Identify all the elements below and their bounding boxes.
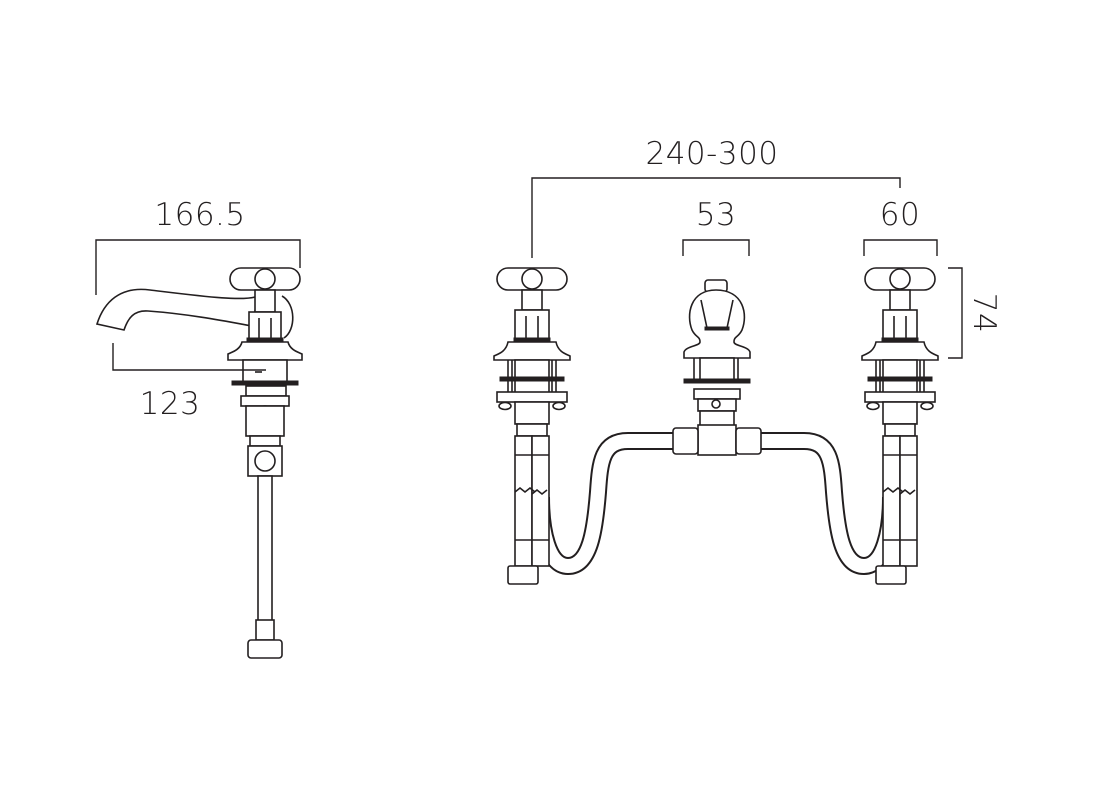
cold-valve bbox=[861, 267, 939, 585]
dim-label-centres: 240-300 bbox=[645, 136, 778, 172]
flexible-hoses bbox=[532, 432, 900, 576]
dim-label-handle-width: 60 bbox=[880, 197, 920, 233]
side-view-tap bbox=[95, 267, 303, 659]
dim-label-spout-width: 53 bbox=[696, 197, 736, 233]
dim-label-side-reach: 123 bbox=[140, 386, 201, 422]
dimension-handle-height: 74 bbox=[948, 267, 1002, 359]
hot-valve bbox=[493, 267, 571, 585]
dimension-spout-width: 53 bbox=[682, 197, 750, 256]
centre-spout bbox=[672, 279, 762, 456]
dimension-handle-width: 60 bbox=[863, 197, 938, 256]
dimension-centres: 240-300 bbox=[531, 136, 901, 258]
dim-label-handle-height: 74 bbox=[966, 293, 1002, 333]
dimension-side-width: 166.5 bbox=[95, 197, 301, 295]
dim-label-side-width: 166.5 bbox=[154, 197, 245, 233]
dimension-side-reach: 123 bbox=[112, 343, 266, 422]
